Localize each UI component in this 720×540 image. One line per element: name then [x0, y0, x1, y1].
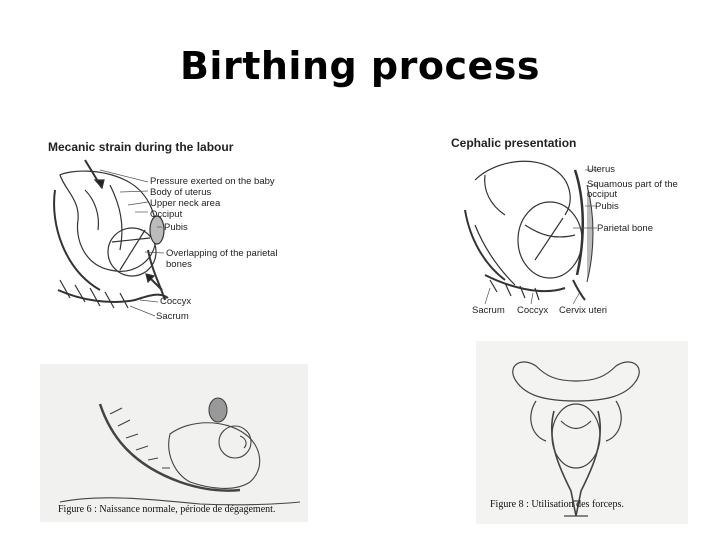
label-bones: bones	[166, 259, 192, 270]
label-pubis: Pubis	[164, 222, 188, 233]
label-occiput: Occiput	[150, 209, 183, 220]
label-sacrum: Sacrum	[472, 305, 505, 316]
forceps-figure: Figure 8 : Utilisation des forceps.	[476, 341, 688, 524]
label-pressure: Pressure exerted on the baby	[150, 176, 275, 187]
label-sacrum: Sacrum	[156, 311, 189, 322]
cephalic-presentation-illustration	[464, 160, 597, 305]
label-pubis: Pubis	[595, 201, 619, 212]
normal-birth-figure: Figure 6 : Naissance normale, période de…	[40, 364, 308, 522]
label-upper-neck-area: Upper neck area	[150, 198, 221, 209]
diagram-heading: Cephalic presentation	[451, 136, 577, 150]
normal-birth-illustration	[59, 397, 301, 506]
label-uterus: Uterus	[587, 164, 615, 175]
mechanical-strain-illustration	[53, 159, 169, 317]
label-parietal-bone: Parietal bone	[597, 223, 653, 234]
label-coccyx: Coccyx	[160, 296, 192, 307]
mechanical-strain-diagram: Mecanic strain during the labour	[40, 130, 310, 330]
figure-caption: Figure 8 : Utilisation des forceps.	[490, 499, 624, 510]
label-cervix-uteri: Cervix uteri	[559, 305, 608, 316]
label-body-of-uterus: Body of uterus	[150, 187, 212, 198]
label-squamous-part: Squamous part of the	[587, 179, 678, 190]
forceps-illustration	[512, 361, 640, 517]
label-coccyx: Coccyx	[517, 305, 549, 316]
slide-title: Birthing process	[179, 44, 541, 88]
label-occiput: occiput	[587, 189, 618, 200]
cephalic-presentation-diagram: Cephalic presentation	[445, 130, 710, 320]
diagram-heading: Mecanic strain during the labour	[48, 140, 234, 154]
label-overlapping-parietal: Overlapping of the parietal	[166, 248, 278, 259]
figure-caption: Figure 6 : Naissance normale, période de…	[58, 504, 276, 515]
